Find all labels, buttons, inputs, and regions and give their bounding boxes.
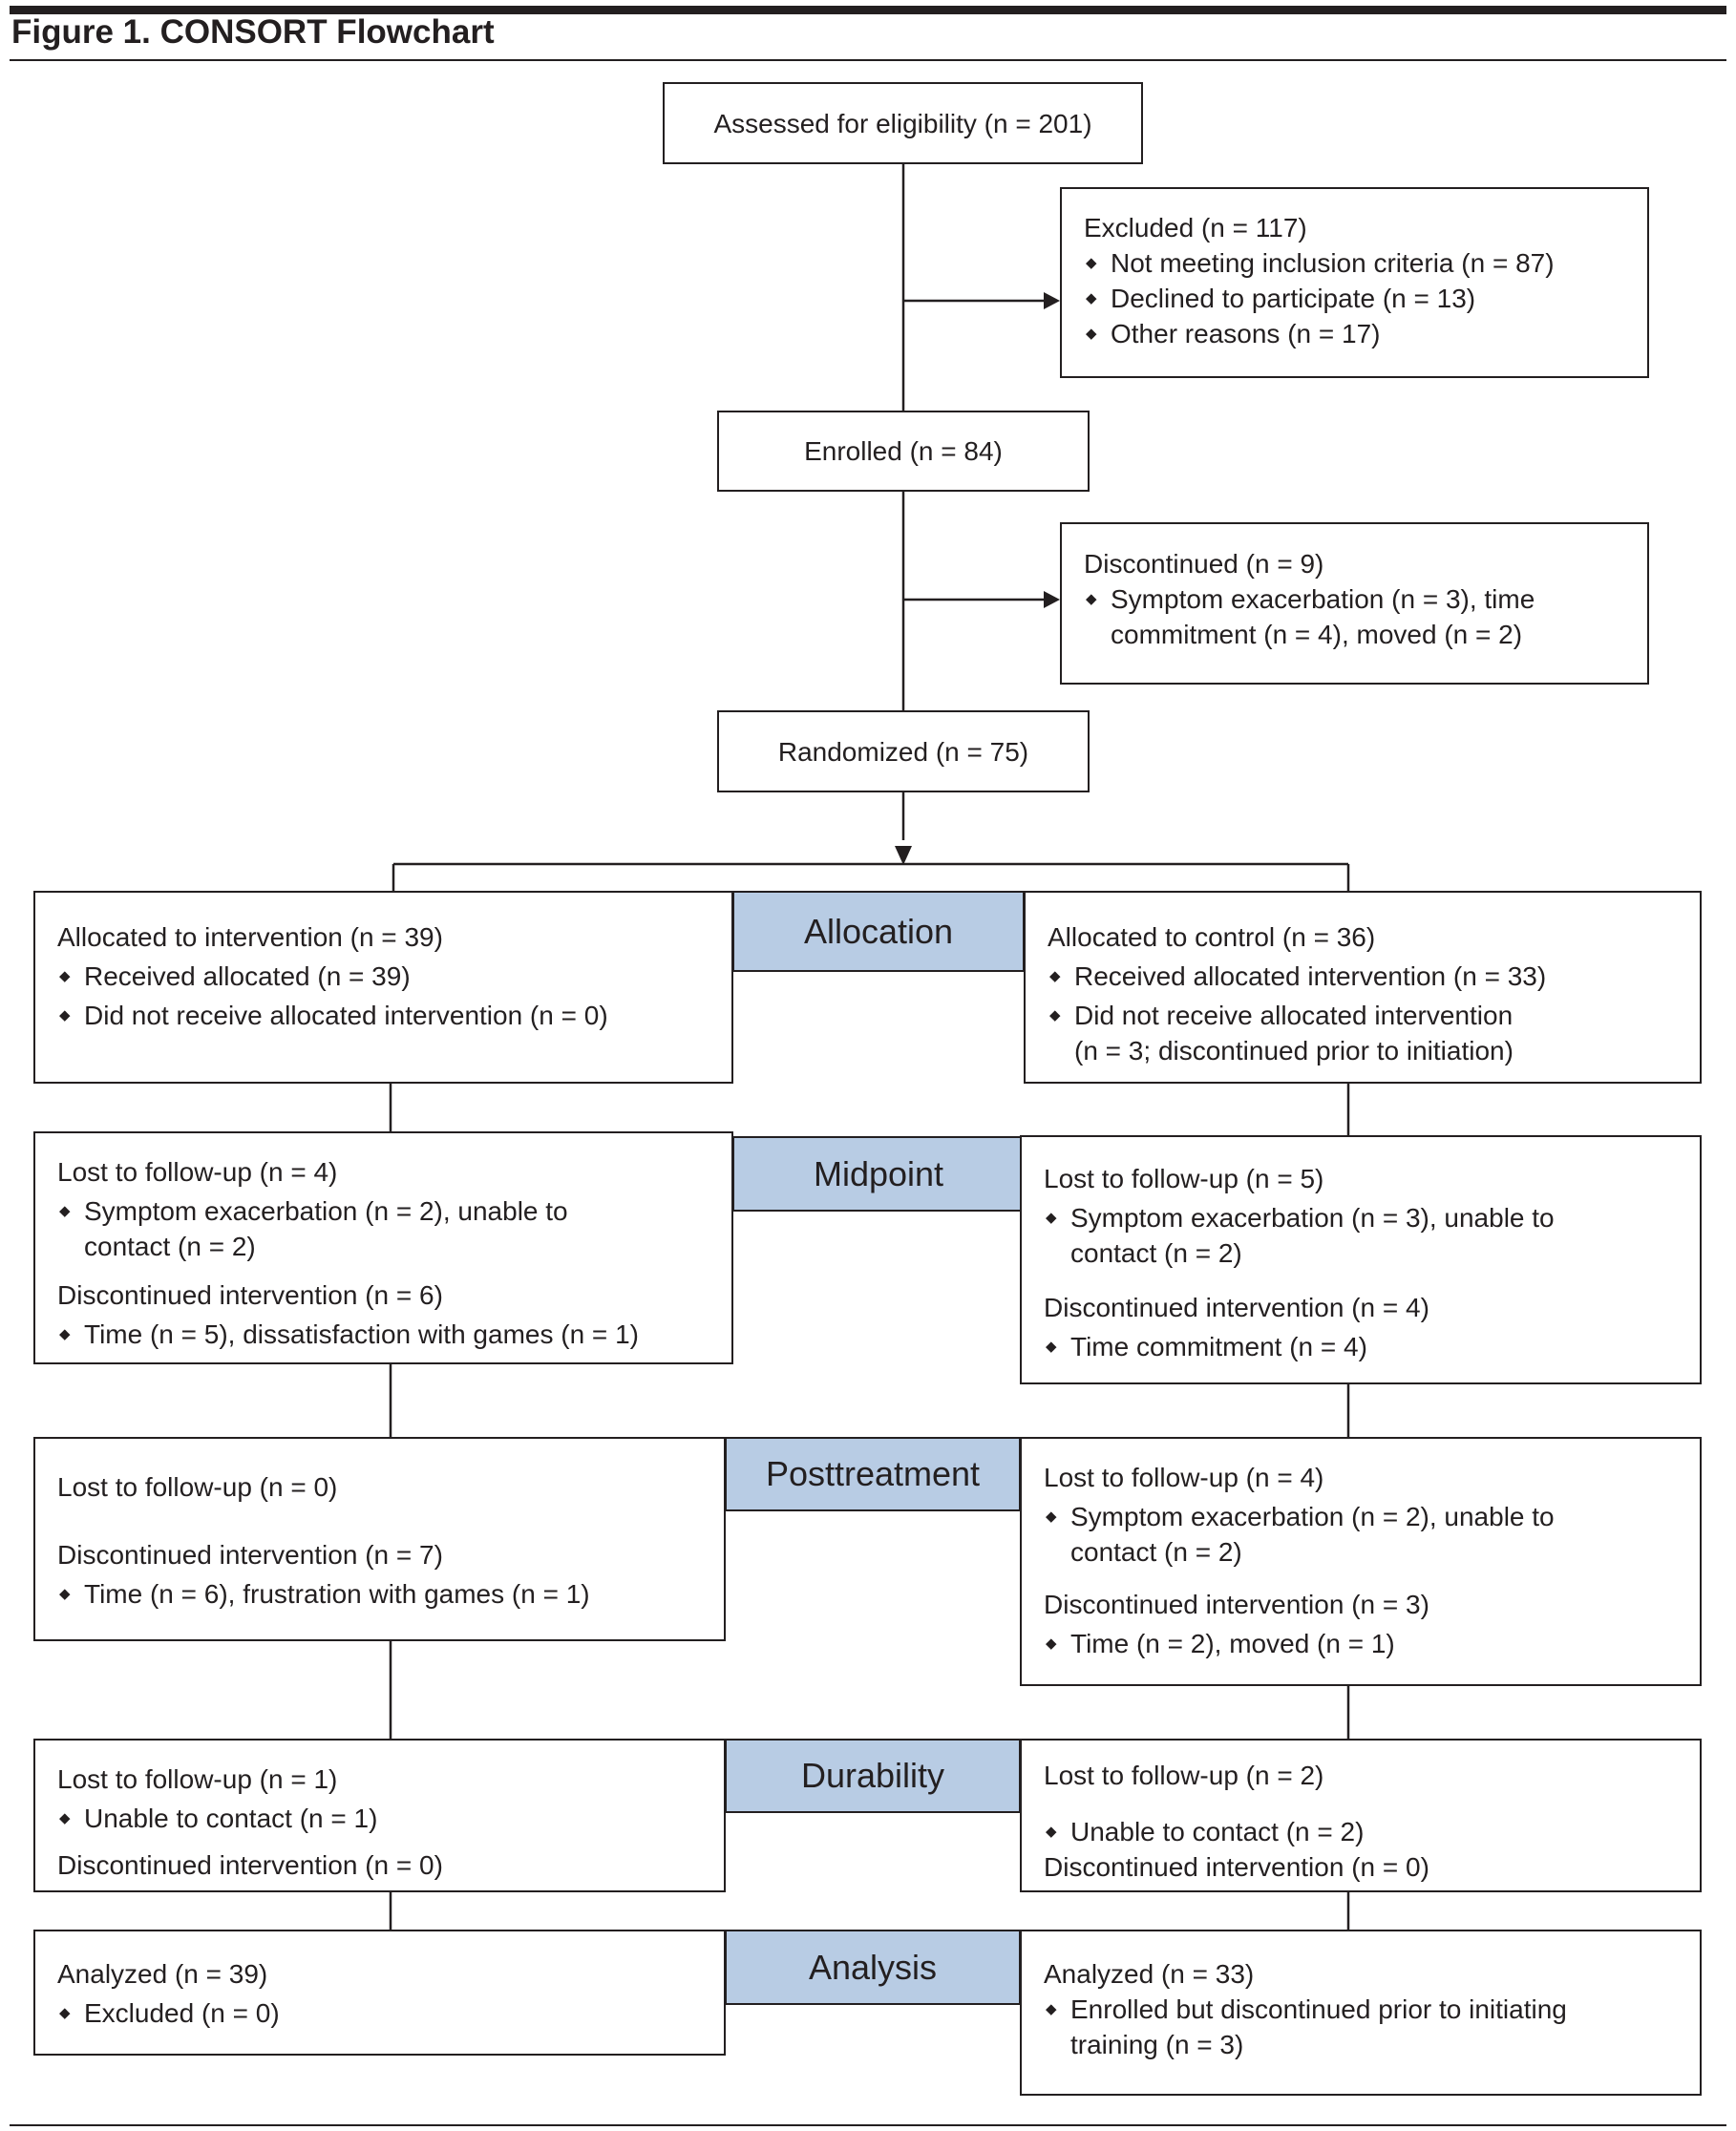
bottom-rule <box>10 2124 1726 2126</box>
control-posttreatment-lost-item-cont: contact (n = 2) <box>1070 1537 1242 1567</box>
discontinued-item-line: commitment (n = 4), moved (n = 2) <box>1111 620 1523 649</box>
control-analysis-item: Enrolled but discontinued prior to initi… <box>1044 1992 1700 2027</box>
stage-midpoint-label: Midpoint <box>813 1153 944 1193</box>
control-posttreatment-disc-item: Time (n = 2), moved (n = 1) <box>1044 1626 1700 1661</box>
excluded-arrowhead <box>1044 292 1060 309</box>
assessed-box: Assessed for eligibility (n = 201) <box>663 82 1143 164</box>
intervention-analysis-item: Excluded (n = 0) <box>57 1995 724 2031</box>
randomized-box: Randomized (n = 75) <box>717 710 1090 792</box>
control-midpoint-box: Lost to follow-up (n = 5) Symptom exacer… <box>1020 1135 1702 1384</box>
stage-analysis-label: Analysis <box>808 1947 938 1987</box>
intervention-durability-box: Lost to follow-up (n = 1) Unable to cont… <box>33 1739 726 1892</box>
stage-durability-label: Durability <box>800 1756 945 1795</box>
discontinued-box: Discontinued (n = 9) Symptom exacerbatio… <box>1060 522 1649 685</box>
figure-title: Figure 1. CONSORT Flowchart <box>11 13 495 51</box>
control-midpoint-discontinued: Discontinued intervention (n = 4) <box>1044 1293 1429 1322</box>
stage-allocation: Allocation <box>732 891 1025 972</box>
stage-durability: Durability <box>725 1739 1021 1813</box>
control-durability-lost-item: Unable to contact (n = 2) <box>1044 1814 1700 1849</box>
intervention-posttreatment-box: Lost to follow-up (n = 0) Discontinued i… <box>33 1437 726 1641</box>
control-analysis-item-cont: training (n = 3) <box>1070 2030 1244 2059</box>
intervention-midpoint-box: Lost to follow-up (n = 4) Symptom exacer… <box>33 1131 733 1364</box>
randomized-text: Randomized (n = 75) <box>777 736 1029 767</box>
intervention-midpoint-disc-item: Time (n = 5), dissatisfaction with games… <box>57 1317 731 1352</box>
enrolled-box: Enrolled (n = 84) <box>717 411 1090 492</box>
control-durability-discontinued: Discontinued intervention (n = 0) <box>1044 1852 1429 1882</box>
control-allocation-box: Allocated to control (n = 36) Received a… <box>1024 891 1702 1084</box>
intervention-midpoint-discontinued: Discontinued intervention (n = 6) <box>57 1280 443 1310</box>
intervention-durability-lost: Lost to follow-up (n = 1) <box>57 1764 338 1794</box>
intervention-midpoint-lost-item-cont: contact (n = 2) <box>84 1232 256 1261</box>
control-posttreatment-discontinued: Discontinued intervention (n = 3) <box>1044 1590 1429 1619</box>
excluded-item: Not meeting inclusion criteria (n = 87) <box>1084 245 1647 281</box>
control-posttreatment-lost: Lost to follow-up (n = 4) <box>1044 1463 1324 1492</box>
intervention-analysis-box: Analyzed (n = 39) Excluded (n = 0) <box>33 1930 726 2056</box>
stage-analysis: Analysis <box>725 1930 1021 2005</box>
control-midpoint-lost: Lost to follow-up (n = 5) <box>1044 1164 1324 1193</box>
top-rule <box>10 6 1726 14</box>
control-durability-lost: Lost to follow-up (n = 2) <box>1044 1761 1324 1790</box>
control-allocation-item: Received allocated intervention (n = 33) <box>1048 959 1700 994</box>
enrolled-text: Enrolled (n = 84) <box>804 436 1003 466</box>
intervention-allocation-title: Allocated to intervention (n = 39) <box>57 922 443 952</box>
discontinued-arrowhead <box>1044 591 1060 608</box>
excluded-item: Other reasons (n = 17) <box>1084 316 1647 351</box>
stage-posttreatment-label: Posttreatment <box>765 1454 981 1493</box>
randomized-arrowhead <box>895 846 912 865</box>
control-midpoint-lost-item: Symptom exacerbation (n = 3), unable to <box>1044 1200 1700 1235</box>
intervention-allocation-item: Did not receive allocated intervention (… <box>57 998 731 1033</box>
control-analysis-title: Analyzed (n = 33) <box>1044 1959 1255 1989</box>
control-analysis-box: Analyzed (n = 33) Enrolled but discontin… <box>1020 1930 1702 2096</box>
discontinued-title: Discontinued (n = 9) <box>1084 549 1324 579</box>
intervention-posttreatment-discontinued: Discontinued intervention (n = 7) <box>57 1540 443 1570</box>
intervention-posttreatment-lost: Lost to follow-up (n = 0) <box>57 1472 338 1502</box>
stage-midpoint: Midpoint <box>732 1136 1025 1212</box>
excluded-item: Declined to participate (n = 13) <box>1084 281 1647 316</box>
intervention-durability-discontinued: Discontinued intervention (n = 0) <box>57 1850 443 1880</box>
intervention-analysis-title: Analyzed (n = 39) <box>57 1959 268 1989</box>
intervention-allocation-box: Allocated to intervention (n = 39) Recei… <box>33 891 733 1084</box>
assessed-text: Assessed for eligibility (n = 201) <box>713 108 1092 138</box>
intervention-midpoint-lost-item: Symptom exacerbation (n = 2), unable to <box>57 1193 731 1229</box>
control-posttreatment-lost-item: Symptom exacerbation (n = 2), unable to <box>1044 1499 1700 1534</box>
control-posttreatment-box: Lost to follow-up (n = 4) Symptom exacer… <box>1020 1437 1702 1686</box>
intervention-durability-lost-item: Unable to contact (n = 1) <box>57 1801 724 1836</box>
intervention-midpoint-lost: Lost to follow-up (n = 4) <box>57 1157 338 1187</box>
intervention-posttreatment-disc-item: Time (n = 6), frustration with games (n … <box>57 1576 724 1612</box>
excluded-title: Excluded (n = 117) <box>1084 213 1307 243</box>
control-durability-box: Lost to follow-up (n = 2) Unable to cont… <box>1020 1739 1702 1892</box>
excluded-box: Excluded (n = 117) Not meeting inclusion… <box>1060 187 1649 378</box>
control-allocation-item-cont: (n = 3; discontinued prior to initiation… <box>1074 1036 1514 1066</box>
control-midpoint-lost-item-cont: contact (n = 2) <box>1070 1238 1242 1268</box>
stage-allocation-label: Allocation <box>803 911 954 951</box>
control-allocation-item: Did not receive allocated intervention <box>1048 998 1700 1033</box>
title-rule <box>10 59 1726 61</box>
intervention-allocation-item: Received allocated (n = 39) <box>57 959 731 994</box>
control-allocation-title: Allocated to control (n = 36) <box>1048 922 1376 952</box>
discontinued-item-line: Symptom exacerbation (n = 3), time <box>1084 581 1647 617</box>
stage-posttreatment: Posttreatment <box>725 1437 1021 1511</box>
control-midpoint-disc-item: Time commitment (n = 4) <box>1044 1329 1700 1364</box>
